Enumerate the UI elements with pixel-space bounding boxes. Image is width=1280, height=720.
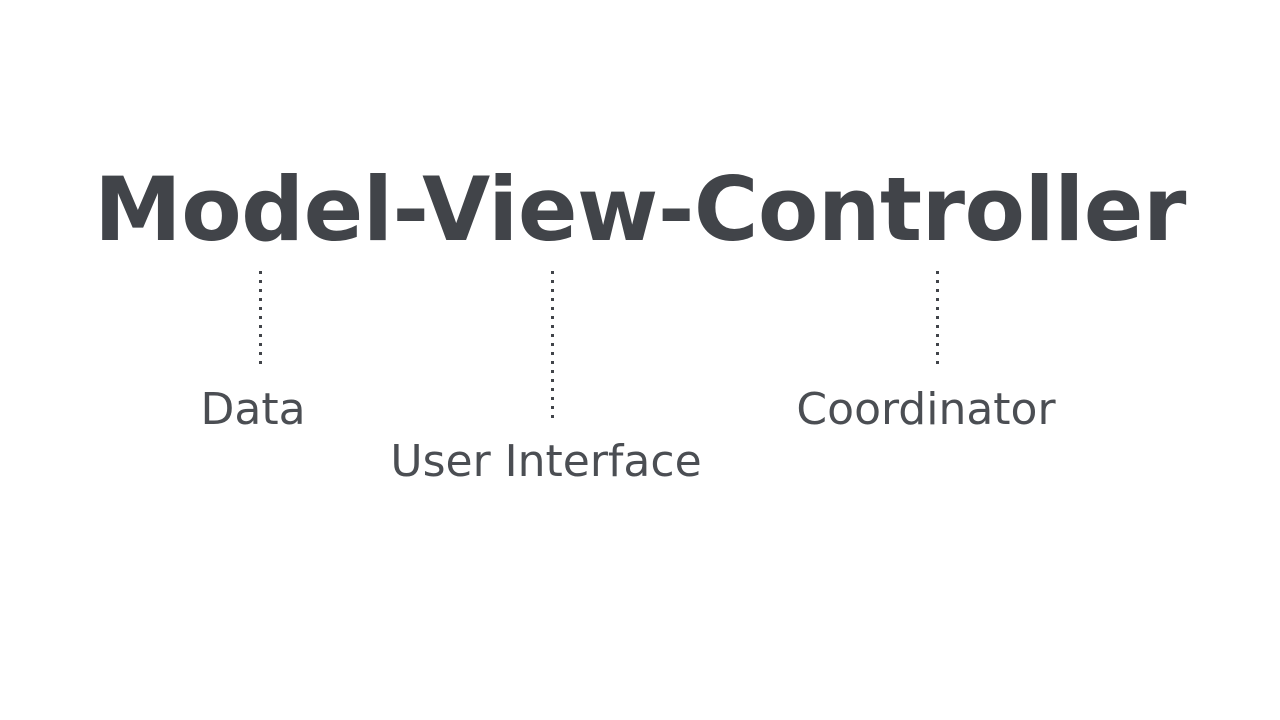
view-label: User Interface [390, 436, 702, 487]
controller-connector-line [936, 271, 939, 367]
model-connector-line [259, 271, 262, 367]
view-connector-line [551, 271, 554, 421]
page-title: Model-View-Controller [94, 158, 1186, 261]
controller-label: Coordinator [796, 384, 1056, 435]
model-label: Data [200, 384, 306, 435]
